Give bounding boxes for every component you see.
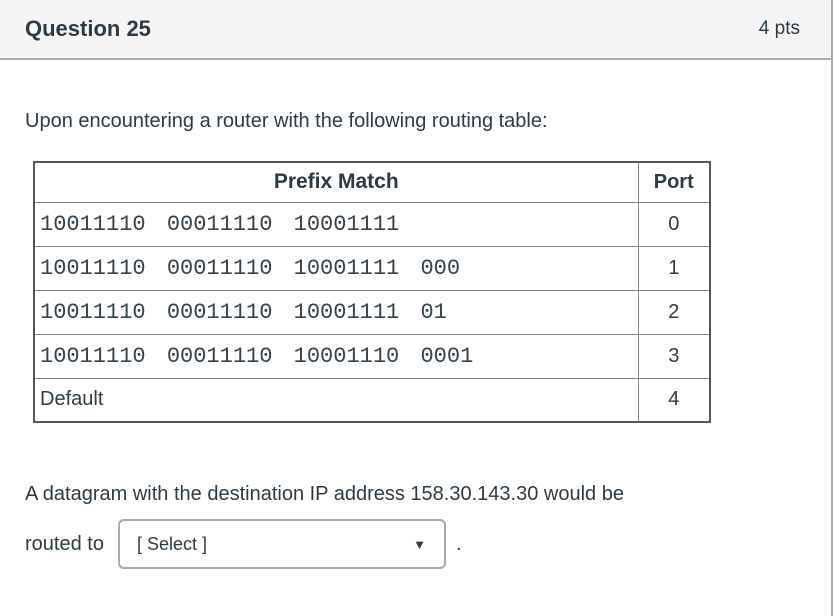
- question-points: 4 pts: [758, 18, 800, 39]
- prefix-cell: 10011110 00011110 10001111 01: [33, 289, 639, 335]
- answer-select-value: [ Select ]: [136, 533, 207, 554]
- table-header-row: Prefix Match Port: [33, 161, 711, 203]
- prefix-cell: 10011110 00011110 10001111 000: [33, 245, 639, 291]
- question-title: Question 25: [25, 16, 151, 41]
- port-cell: 3: [637, 333, 711, 379]
- prefix-cell: 10011110 00011110 10001110 0001: [33, 333, 639, 379]
- answer-statement-line1: A datagram with the destination IP addre…: [25, 483, 624, 505]
- answer-statement-line2: routed to [ Select ] ▼ .: [25, 519, 806, 569]
- prefix-cell: 10011110 00011110 10001111: [33, 201, 639, 247]
- question-body: Upon encountering a router with the foll…: [0, 60, 831, 569]
- port-cell: 4: [637, 377, 711, 423]
- prefix-cell-default: Default: [33, 377, 639, 423]
- table-row: 10011110 00011110 10001111 000 1: [33, 245, 711, 291]
- question-header: Question 25 4 pts: [0, 0, 831, 60]
- routing-table: Prefix Match Port 10011110 00011110 1000…: [33, 161, 711, 423]
- port-cell: 2: [637, 289, 711, 335]
- answer-statement-prefix: routed to: [25, 532, 104, 555]
- table-row: 10011110 00011110 10001111 0: [33, 201, 711, 247]
- column-header-port: Port: [637, 161, 711, 203]
- answer-statement-suffix: .: [455, 532, 462, 555]
- port-cell: 0: [637, 201, 711, 247]
- port-cell: 1: [637, 245, 711, 291]
- chevron-down-icon: ▼: [413, 536, 426, 552]
- table-row: 10011110 00011110 10001111 01 2: [33, 289, 711, 335]
- table-row: Default 4: [33, 377, 711, 423]
- question-intro-text: Upon encountering a router with the foll…: [25, 110, 548, 132]
- table-row: 10011110 00011110 10001110 0001 3: [33, 333, 711, 379]
- answer-select-dropdown[interactable]: [ Select ] ▼: [117, 519, 446, 569]
- column-header-prefix-match: Prefix Match: [33, 161, 639, 203]
